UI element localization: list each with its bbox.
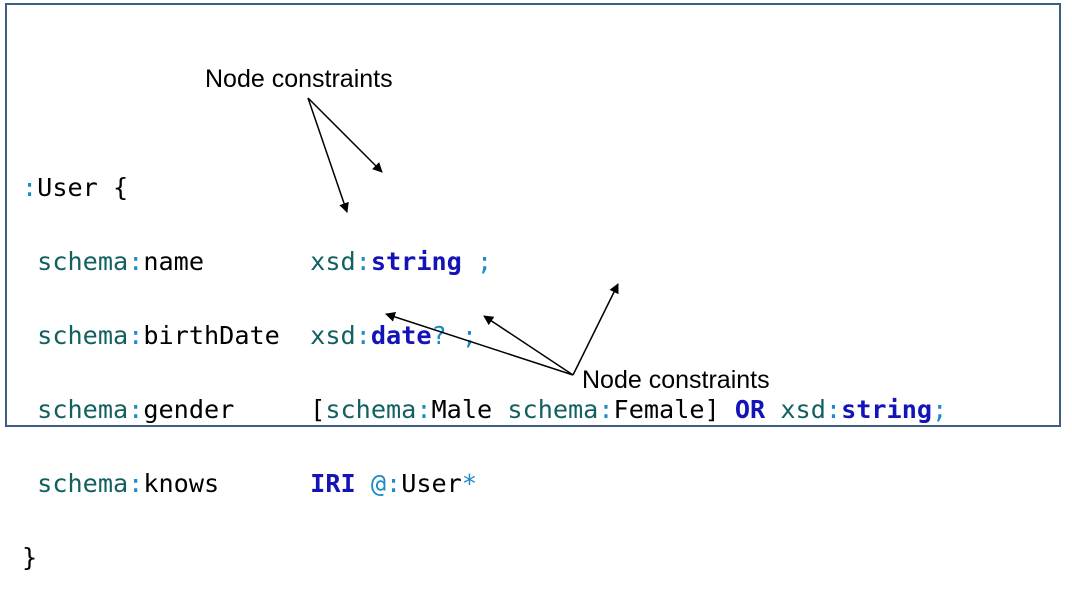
code-line-gender: schema:gender [schema:Male schema:Female…: [37, 395, 948, 424]
shex-code-block: :User { schema:name xsd:string ; schema:…: [22, 132, 947, 613]
code-line-knows: schema:knows IRI @:User*: [37, 469, 478, 498]
code-line-birthdate: schema:birthDate xsd:date? ;: [37, 321, 478, 350]
code-line-user-shape: :User {: [22, 173, 129, 202]
code-line-close: }: [22, 543, 38, 572]
node-constraints-label-top: Node constraints: [205, 65, 393, 93]
code-line-name: schema:name xsd:string ;: [37, 247, 493, 276]
